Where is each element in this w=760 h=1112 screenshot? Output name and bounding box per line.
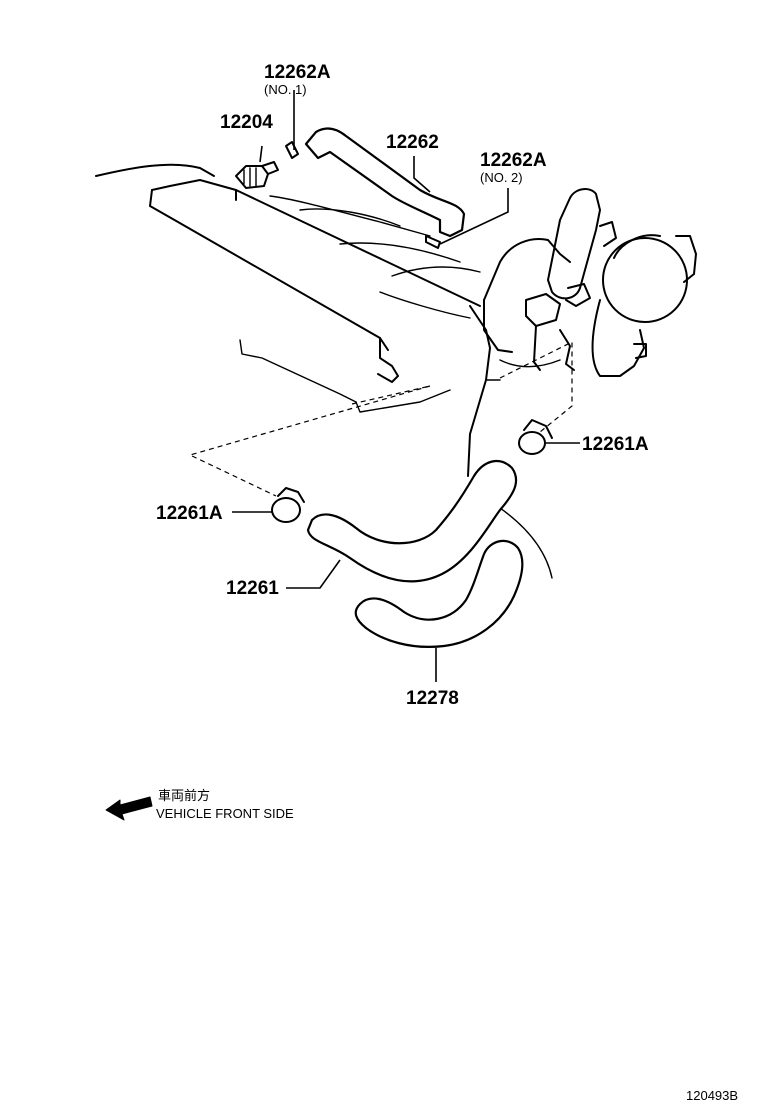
figure-id: 120493B	[686, 1088, 738, 1103]
label-12261A-left: 12261A	[156, 503, 223, 524]
label-12262A-no2: 12262A	[480, 150, 547, 171]
legend-japanese: 車両前方	[158, 788, 210, 803]
label-12262: 12262	[386, 132, 439, 153]
front-arrow-icon	[105, 796, 153, 821]
leader-lines	[232, 90, 580, 682]
clamp-12261A-left	[271, 487, 305, 523]
clip-12262A-no2	[425, 235, 441, 249]
hose-12278	[354, 539, 524, 648]
label-12261A-right: 12261A	[582, 434, 649, 455]
part-12204-fitting	[235, 161, 279, 189]
label-12262A-no2-sub: (NO. 2)	[480, 170, 523, 185]
legend-english: VEHICLE FRONT SIDE	[156, 806, 294, 821]
label-12261: 12261	[226, 578, 279, 599]
engine-block-outline	[95, 163, 553, 579]
hose-12261	[306, 459, 518, 583]
clamp-12261A-right	[518, 419, 553, 455]
clip-12262A-no1	[285, 141, 299, 159]
label-12204: 12204	[220, 112, 273, 133]
label-12262A-no1-sub: (NO. 1)	[264, 82, 307, 97]
dashed-reference-lines	[188, 341, 573, 497]
label-12278: 12278	[406, 688, 459, 709]
throttle-body-assembly	[483, 188, 697, 377]
label-12262A-no1: 12262A	[264, 62, 331, 83]
hose-12262	[304, 127, 466, 238]
